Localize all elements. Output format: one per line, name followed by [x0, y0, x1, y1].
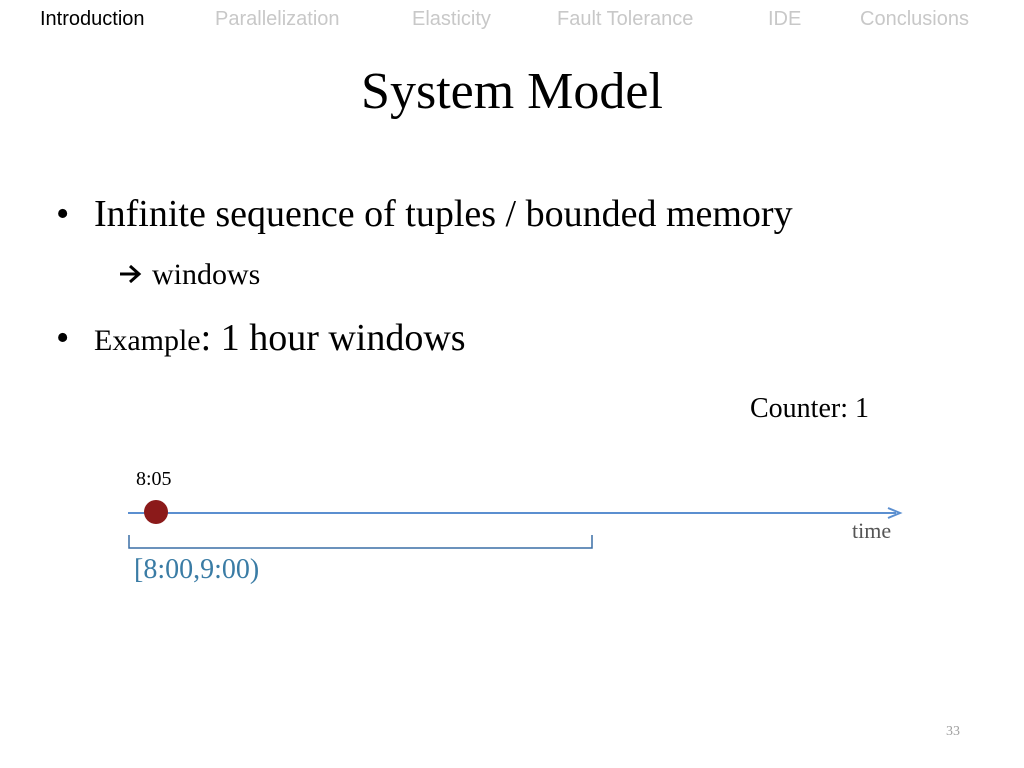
time-axis-label: time — [852, 518, 892, 543]
right-arrow-icon — [120, 264, 142, 284]
bullet-1-sub: windows — [118, 258, 260, 292]
nav-item-introduction[interactable]: Introduction — [40, 8, 145, 30]
window-bracket — [128, 535, 593, 549]
event-time-label: 8:05 — [136, 468, 172, 490]
nav-item-fault-tolerance[interactable]: Fault Tolerance — [557, 8, 694, 30]
bullet-2-prefix: Example — [94, 324, 201, 357]
bullet-2-text: : 1 hour windows — [200, 317, 466, 359]
slide-title: System Model — [361, 63, 663, 120]
time-axis-arrowhead — [887, 507, 903, 519]
event-tuple-marker — [144, 500, 168, 524]
nav-item-parallelization[interactable]: Parallelization — [215, 8, 340, 30]
bullet-1-sub-text: windows — [152, 258, 261, 291]
nav-item-conclusions[interactable]: Conclusions — [860, 8, 969, 30]
bullet-1: • Infinite sequence of tuples / bounded m… — [56, 192, 793, 236]
window-range-label: [8:00,9:00) — [134, 554, 260, 585]
bullet-2: • Example: 1 hour windows — [56, 316, 466, 360]
section-nav: Introduction Parallelization Elasticity … — [0, 0, 1024, 40]
counter-label: Counter: 1 — [750, 393, 869, 424]
bullet-dot: • — [56, 193, 70, 235]
bullet-dot: • — [56, 317, 70, 359]
bullet-1-text: Infinite sequence of tuples / bounded me… — [94, 193, 793, 235]
nav-item-ide[interactable]: IDE — [768, 8, 802, 30]
page-number: 33 — [946, 724, 960, 739]
nav-item-elasticity[interactable]: Elasticity — [412, 8, 491, 30]
